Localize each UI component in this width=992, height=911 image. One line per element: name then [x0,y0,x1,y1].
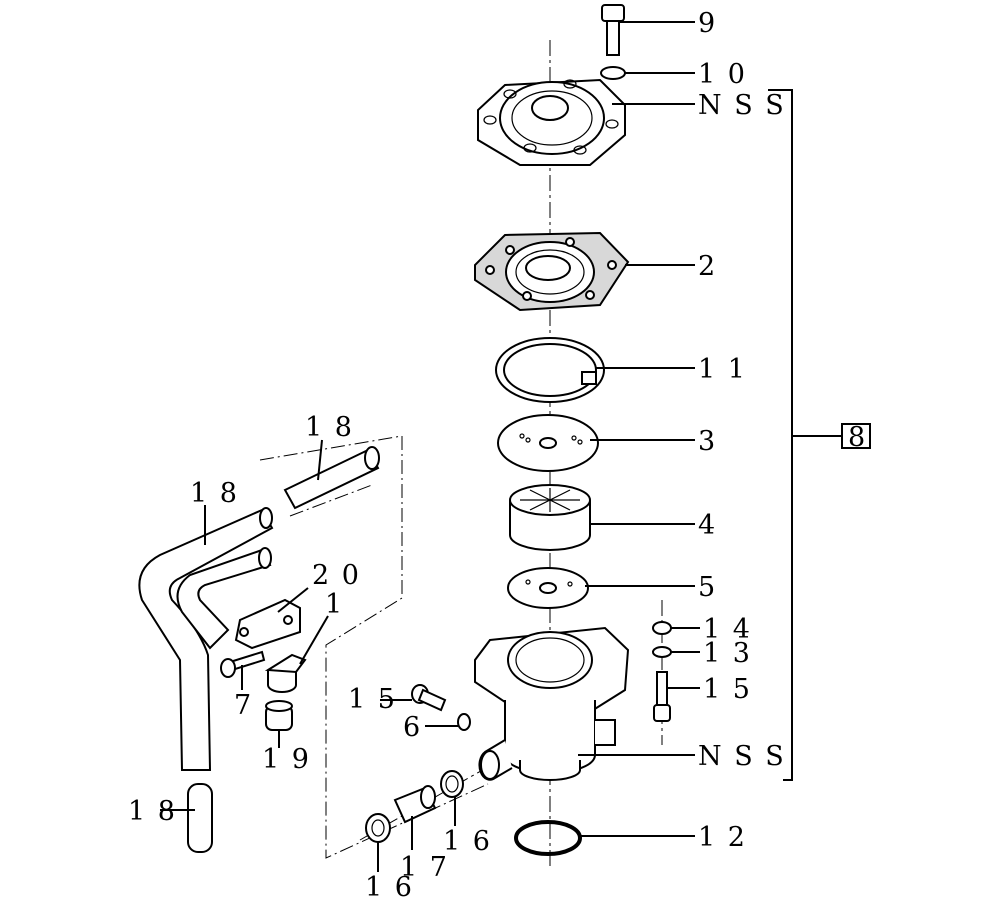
label-15-left: 1 5 [348,684,397,715]
label-9: 9 [698,8,717,39]
washer-part-13 [652,646,672,658]
leader-18-top [317,439,323,481]
disc-part-3 [497,414,599,472]
label-11: 1 1 [698,354,747,385]
clamp-part-1 [264,653,307,693]
stud-part-15-right [653,671,671,722]
label-5: 5 [698,572,717,603]
label-4: 4 [698,510,717,541]
label-7: 7 [234,690,253,721]
filter-housing [474,626,630,781]
snap-ring-part-11 [495,337,605,403]
label-19: 1 9 [262,744,311,775]
disc-part-5 [507,567,589,609]
label-10: 1 0 [698,59,747,90]
hose-part-18-bent [138,507,274,771]
label-20: 2 0 [312,560,361,591]
label-nss-top: N S S [698,90,786,121]
hose-part-18-upper [283,446,380,510]
bolt-part-9 [601,4,625,56]
leader-20 [277,587,309,613]
label-16-right: 1 6 [443,826,492,857]
label-1: 1 [325,589,344,620]
washer-part-10 [600,66,626,80]
bracket-part-20 [234,598,301,650]
top-cover [477,78,626,166]
label-15-right: 1 5 [703,674,752,705]
sleeve-part-17 [393,785,437,824]
hose-part-18-lower [187,783,213,853]
leader-1 [299,615,329,665]
label-18-top: 1 8 [305,412,354,443]
o-ring-part-12 [514,820,582,856]
label-18-bottom: 1 8 [128,796,177,827]
nut-part-14 [652,621,672,635]
label-6: 6 [403,712,422,743]
washer-part-6 [457,713,471,731]
clamp-part-16-left [365,813,391,843]
label-17: 1 7 [400,852,449,883]
label-16-left: 1 6 [365,872,414,903]
dashed-divider-1 [259,435,403,461]
label-8: 8 [848,422,867,453]
bolt-part-7 [220,650,266,678]
label-13: 1 3 [703,638,752,669]
diaphragm-part-2 [474,231,630,312]
label-nss-bottom: N S S [698,741,786,772]
filter-element-part-4 [509,484,591,551]
group-bracket [768,89,793,781]
label-3: 3 [698,426,717,457]
bolt-part-15-left [411,684,447,712]
label-12: 1 2 [698,822,747,853]
label-2: 2 [698,251,717,282]
clamp-part-16-right [440,770,464,798]
label-18-mid: 1 8 [190,478,239,509]
label-14: 1 4 [703,614,752,645]
dashed-divider-2 [289,484,373,517]
group-8-box [841,423,871,449]
grommet-part-19 [265,700,293,731]
